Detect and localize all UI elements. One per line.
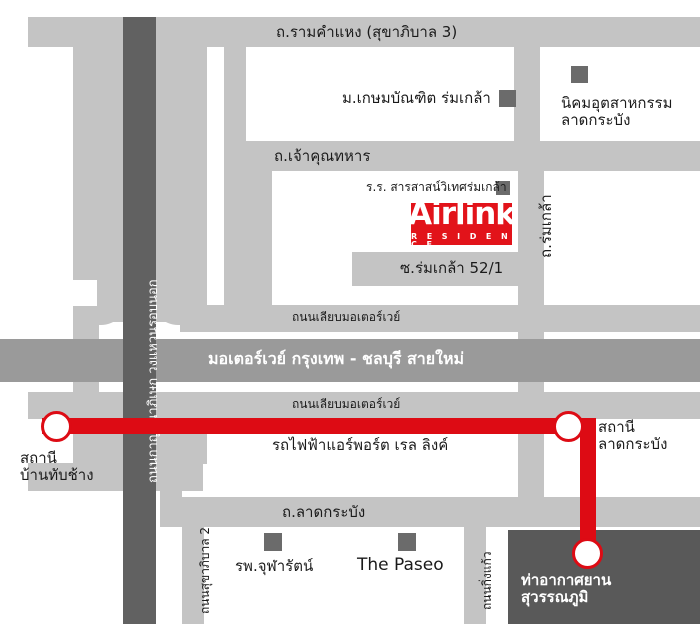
poi-marker-sarasas-witaed: [496, 181, 510, 195]
road-kingkaew: [464, 520, 486, 624]
road-connector-latkrabang-north: [160, 419, 182, 497]
poi-marker-kasem-bundit: [499, 90, 516, 107]
road-label-liap-motorway-north: ถนนเลียบมอเตอร์เวย์: [292, 310, 401, 324]
road-left-ramp-upper: [73, 47, 99, 317]
poi-label-sarasas-witaed: ร.ร. สารสาสน์วิเทศร่มเกล้า: [366, 180, 507, 194]
poi-label-chularat-hospital: รพ.จุฬารัตน์: [235, 557, 314, 575]
road-left-inner-vertical: [97, 47, 123, 297]
poi-label-nikhom-lat-krabang: นิคมอุตสาหกรรม ลาดกระบัง: [561, 94, 673, 130]
poi-label-kasem-bundit: ม.เกษมบัณฑิต ร่มเกล้า: [342, 89, 491, 107]
road-label-liap-motorway-south: ถนนเลียบมอเตอร์เวย์: [292, 397, 401, 411]
road-motorway: [0, 339, 700, 382]
station-marker-suvarnabhumi[interactable]: [572, 538, 603, 569]
rail-line-vertical-to-airport: [580, 418, 596, 560]
block-suvarnabhumi-airport: [508, 530, 700, 624]
poi-marker-chularat-hospital: [264, 533, 282, 551]
rail-line-label: รถไฟฟ้าแอร์พอร์ต เรล ลิงค์: [272, 436, 449, 454]
station-label-suvarnabhumi: ท่าอากาศยาน สุวรรณภูมิ: [521, 571, 612, 607]
road-connector-mid-vertical: [224, 40, 246, 315]
road-latkrabang: [160, 497, 700, 527]
airlink-logo-wordmark: Airlink: [408, 196, 516, 232]
road-label-latkrabang: ถ.ลาดกระบัง: [282, 503, 366, 521]
road-label-soi-romklao-52-1: ซ.ร่มเกล้า 52/1: [400, 259, 504, 277]
road-label-sukhaphiban-2: ถนนสุขาภิบาล 2: [198, 526, 212, 614]
airlink-logo-subtitle: R E S I D E N C E: [411, 232, 512, 249]
station-label-ban-thap-chang: สถานี บ้านทับช้าง: [20, 449, 94, 485]
road-label-kingkaew: ถนนกิ่งแก้ว: [480, 551, 494, 610]
rail-line-horizontal: [42, 418, 580, 434]
road-label-romklao: ถ.ร่มเกล้า: [537, 194, 555, 258]
road-kanchanaphisek: [123, 17, 156, 624]
road-south-loop-cut: [207, 438, 291, 464]
road-lot-left-edge: [246, 141, 272, 311]
station-label-lat-krabang: สถานี ลาดกระบัง: [598, 418, 668, 454]
road-sukhaphiban-2: [182, 520, 204, 624]
road-chaokhunthahan: [246, 141, 700, 171]
road-label-motorway: มอเตอร์เวย์ กรุงเทพ - ชลบุรี สายใหม่: [208, 349, 465, 368]
poi-marker-the-paseo: [398, 533, 416, 551]
road-label-kanchanaphisek: ถนนกาญจนาภิเษก วงแหวนรอบนอก: [146, 279, 161, 483]
road-label-ramkhamhaeng: ถ.รามคำแหง (สุขาภิบาล 3): [276, 23, 458, 41]
station-marker-ban-thap-chang[interactable]: [41, 411, 72, 442]
poi-label-the-paseo: The Paseo: [357, 555, 444, 575]
road-right-inner-vertical: [156, 47, 182, 297]
poi-marker-nikhom-lat-krabang: [571, 66, 588, 83]
road-soi-romklao-52-1: [352, 252, 522, 286]
road-right-outer-vertical: [181, 40, 207, 325]
road-connector-right-vertical: [514, 40, 540, 145]
station-marker-lat-krabang[interactable]: [553, 411, 584, 442]
airlink-residence-logo[interactable]: Airlink R E S I D E N C E: [408, 199, 516, 249]
road-label-chaokhunthahan: ถ.เจ้าคุณทหาร: [274, 147, 371, 165]
